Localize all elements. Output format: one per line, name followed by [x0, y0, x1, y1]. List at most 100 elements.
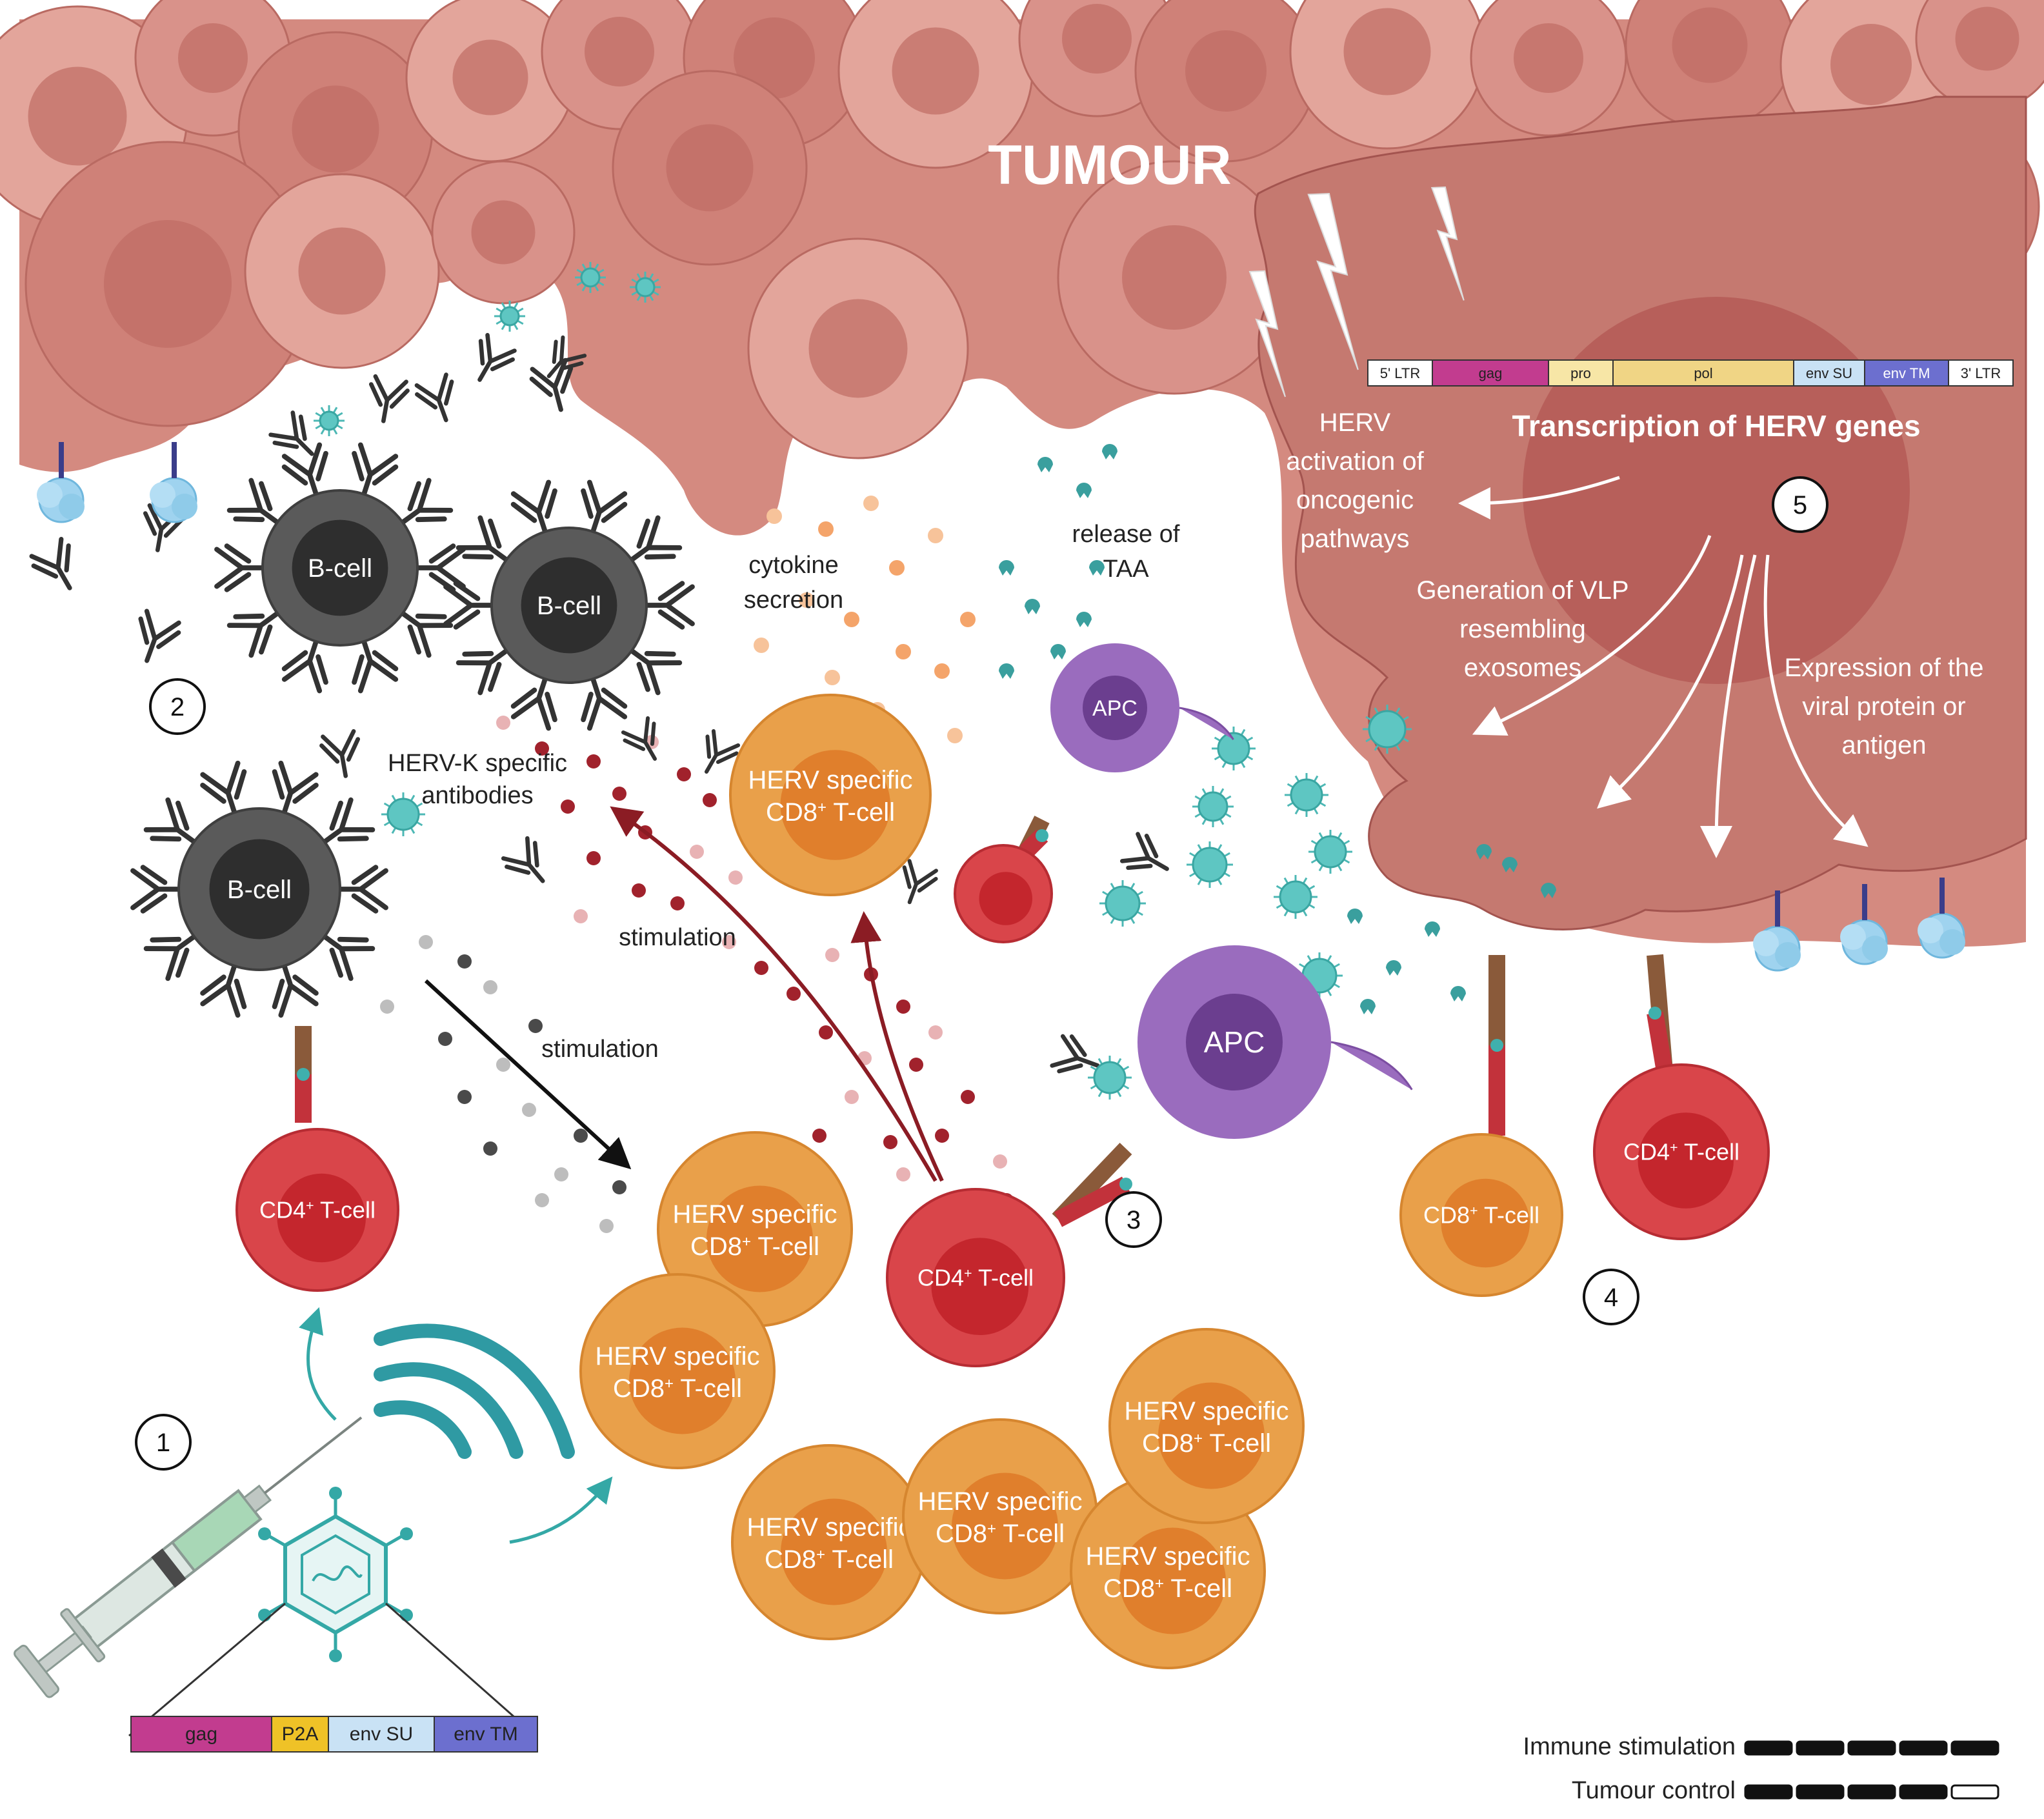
- antibody-icon: [529, 357, 574, 412]
- antibody-icon: [200, 959, 247, 1018]
- text-line: HERV: [1319, 408, 1391, 437]
- red-cytokine-dot: [883, 1135, 897, 1149]
- virion-spike: [501, 302, 506, 309]
- step-circle: [149, 678, 206, 735]
- antibody-icon: [143, 797, 201, 847]
- virion-spike: [1276, 903, 1283, 909]
- red-cytokine-dot: [632, 883, 646, 898]
- tcell-label: CD8+ T-cell: [613, 1374, 742, 1403]
- antibody-shape: [414, 372, 454, 423]
- antibody-icon: [396, 477, 454, 528]
- antibody-icon: [581, 479, 628, 539]
- virion-spike: [336, 424, 343, 430]
- tumour-cell-nucleus: [471, 200, 536, 265]
- antibody-shape: [477, 333, 517, 382]
- antigen-lobe: [1775, 942, 1801, 968]
- cytokine-dot: [960, 612, 976, 627]
- apc-cell: APC: [1050, 643, 1234, 772]
- virion-icon: [1308, 830, 1352, 874]
- tcell-label: HERV specific: [1125, 1397, 1289, 1425]
- tcell-nucleus: [979, 872, 1032, 925]
- red-cytokine-dot: [574, 909, 588, 923]
- genome-segment: [1432, 359, 1549, 387]
- cd4-t-cell: CD4+ T-cell: [1593, 1063, 1770, 1240]
- arrow-vlp: [1472, 535, 1712, 736]
- antibody-icon: [902, 859, 938, 905]
- tcell-label: CD4+ T-cell: [259, 1197, 376, 1223]
- virion-spike: [1302, 910, 1308, 917]
- cytokine-dot: [799, 592, 814, 608]
- antibody-shape: [226, 608, 284, 658]
- grey-cytokine-dot: [380, 1000, 394, 1014]
- antibody-icon: [410, 543, 466, 592]
- step-number: 2: [170, 693, 185, 721]
- red-cytokine-dot: [728, 870, 743, 885]
- text-line: 3' LTR: [1961, 365, 2001, 381]
- tcell-label: HERV specific: [673, 1200, 837, 1229]
- text-line: TAA: [1103, 556, 1149, 583]
- text-line: Expression of the: [1784, 654, 1983, 682]
- lightning-bolt: [1248, 270, 1286, 397]
- antibody-icon: [319, 729, 361, 778]
- virion-spike: [1136, 910, 1143, 916]
- lightning-bolt: [1307, 192, 1359, 370]
- syringe-icon: [14, 1416, 363, 1698]
- virion-spike: [1214, 736, 1221, 742]
- antibody-shape: [621, 716, 657, 761]
- tumour-cell-nucleus: [452, 39, 528, 116]
- taa-fragment: [1025, 599, 1040, 614]
- virion-spike: [1319, 783, 1327, 789]
- virion-spike: [1337, 865, 1343, 872]
- virion-spike: [1197, 844, 1203, 851]
- antibody-shape: [581, 672, 628, 731]
- legend-bar-filled: [1950, 1740, 1999, 1756]
- antibody-icon: [510, 479, 557, 539]
- cytokine-dot: [825, 670, 840, 685]
- virion-spike: [1319, 801, 1327, 807]
- antibody-shape: [138, 608, 181, 663]
- tcell-label-main: CD8: [766, 798, 817, 827]
- large-tumour-cell: [1254, 95, 2027, 930]
- tcell-label-main: CD8: [1423, 1202, 1470, 1229]
- antibody-icon: [477, 333, 517, 382]
- virion-spike: [383, 802, 390, 808]
- virion-spike: [1365, 737, 1372, 743]
- antibody-icon: [29, 537, 72, 590]
- genome-segment: [1612, 359, 1794, 387]
- red-cytokine-dot: [586, 754, 601, 769]
- antibody-icon: [214, 543, 270, 592]
- red-cytokine-dot: [935, 1129, 949, 1143]
- virion-spike: [1225, 795, 1232, 801]
- red-cytokine-dot: [496, 716, 510, 730]
- virion-spike: [1194, 812, 1201, 818]
- virion-spike: [391, 794, 397, 801]
- tcr-connector-red: [1647, 1011, 1673, 1073]
- virion-spike: [410, 794, 416, 801]
- virion-spike: [1116, 1058, 1122, 1065]
- tcell-label-main: CD8: [613, 1374, 665, 1403]
- virion-spike: [517, 307, 524, 313]
- taa-fragment: [1102, 444, 1117, 459]
- virion-icon: [1363, 705, 1412, 754]
- grey-cytokine-dot: [574, 1129, 588, 1143]
- virion-icon: [575, 262, 606, 293]
- tcell-label-sup: +: [1194, 1430, 1203, 1447]
- tumour-cell-nucleus: [292, 85, 379, 173]
- step-circle: [1105, 1191, 1162, 1248]
- virion-icon: [630, 272, 661, 303]
- antibody-shape: [546, 335, 587, 378]
- tcell-label-sup: +: [306, 1197, 314, 1213]
- cd4-t-cell: CD4+ T-cell: [235, 1128, 399, 1292]
- text-line: antigen: [1841, 731, 1926, 759]
- grey-cytokine-dot: [438, 1032, 452, 1046]
- virion-spike: [636, 273, 642, 280]
- tcell-nucleus: [781, 1498, 887, 1605]
- text-line: env TM: [1883, 365, 1930, 381]
- step-number: 3: [1127, 1206, 1141, 1234]
- grey-cytokine-dot: [457, 1090, 472, 1104]
